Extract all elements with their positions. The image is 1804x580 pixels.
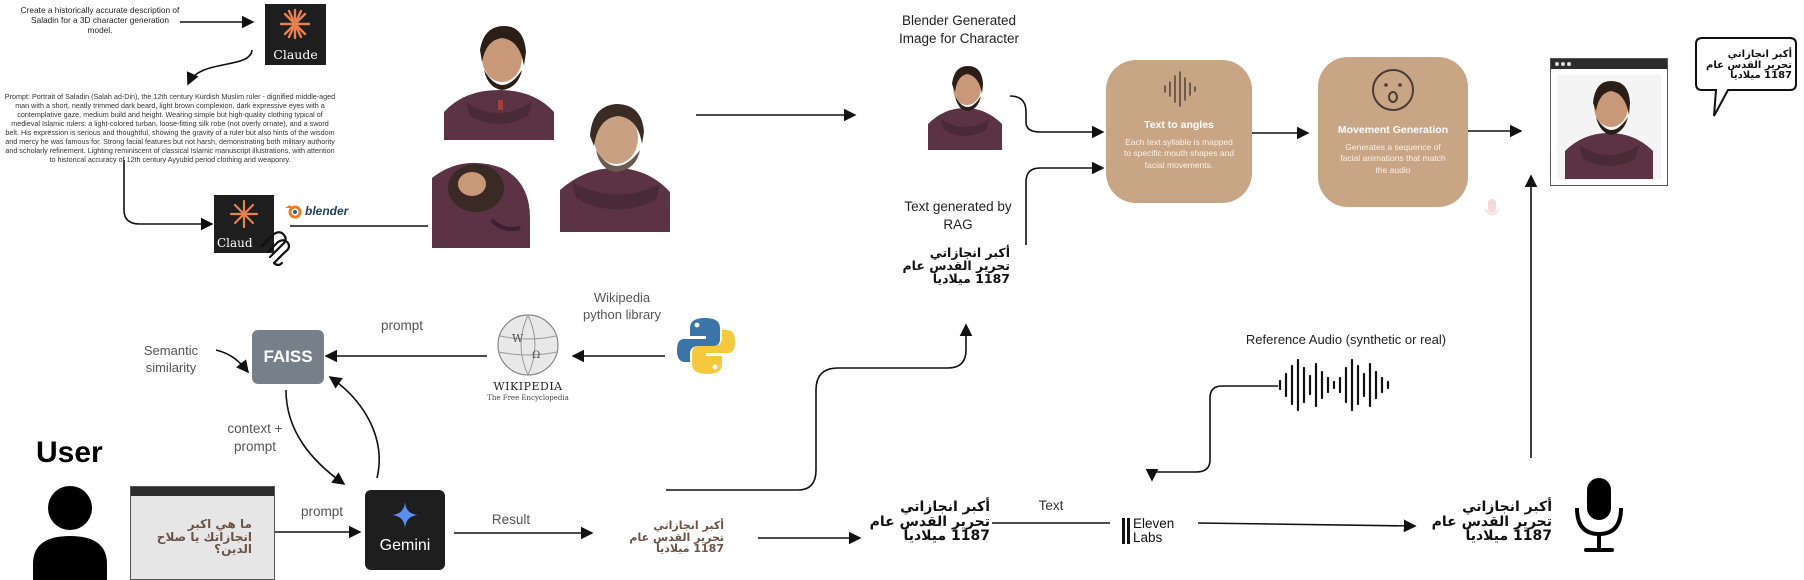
svg-text:W: W <box>512 332 524 345</box>
output-character-image <box>1557 75 1661 179</box>
top-prompt-text: Create a historically accurate descripti… <box>20 5 180 35</box>
wikipedia-wordmark: WIKIPEDIA <box>493 380 563 393</box>
elevenlabs-logo: Eleven Labs <box>1122 514 1202 548</box>
faint-microphone-icon <box>1484 199 1500 216</box>
card-movement-generation: Movement Generation Generates a sequence… <box>1318 57 1468 207</box>
elevenlabs-bar-2 <box>1127 518 1130 544</box>
surprised-face-icon <box>1372 69 1414 111</box>
arrow-gemini-to-faiss <box>328 376 380 479</box>
user-question-window: ما هي اكبر انجازاتك يا صلاح الدين؟ <box>130 486 275 580</box>
python-logo-icon <box>677 318 735 374</box>
arrow-image-to-card <box>1009 95 1105 139</box>
claude-wordmark: Claude <box>273 47 318 62</box>
output-window-titlebar <box>1551 59 1667 69</box>
arrow-claude-to-long-prompt <box>186 49 253 86</box>
card-text-to-angles-desc: Each text syllable is mapped to specific… <box>1123 137 1235 170</box>
reference-audio-label: Reference Audio (synthetic or real) <box>1245 332 1447 347</box>
mcp-icon <box>260 231 291 267</box>
blender-wordmark: blender <box>305 204 349 218</box>
blender-character-image <box>928 62 1002 150</box>
arrow-audio-to-elevenlabs <box>1145 385 1278 482</box>
card-text-to-angles: Text to angles Each text syllable is map… <box>1106 60 1252 203</box>
prompt-label-bottom: prompt <box>300 504 344 519</box>
arrow-long-prompt-to-claude-mcp <box>123 160 214 231</box>
gemini-sparkle-icon <box>392 502 418 528</box>
text-label: Text <box>1038 498 1064 513</box>
elevenlabs-bar-1 <box>1122 518 1125 544</box>
output-window <box>1550 58 1668 186</box>
user-title: User <box>36 436 103 469</box>
user-question-text: ما هي اكبر انجازاتك يا صلاح الدين؟ <box>156 517 252 557</box>
arrow-result-to-rag <box>666 323 973 491</box>
sound-wave-icon <box>1164 71 1196 107</box>
speech-bubble-shape <box>1695 37 1797 117</box>
wikipedia-tagline: The Free Encyclopedia <box>487 394 569 402</box>
rag-text-title: Text generated by RAG <box>904 199 1012 233</box>
reference-audio-waveform-icon <box>1278 358 1390 412</box>
claude-short-wordmark: Claud <box>217 236 253 250</box>
question-window-titlebar <box>131 487 274 496</box>
blender-icon <box>285 205 302 219</box>
card-text-to-angles-title: Text to angles <box>1144 119 1214 131</box>
character-image-side <box>560 96 670 232</box>
context-prompt-label: context + prompt <box>227 421 283 454</box>
character-image-front <box>444 20 554 140</box>
arrow-rag-to-card <box>1025 161 1105 245</box>
rag-arabic-text: أكبر انجازاتي تحرير القدس عام 1187 ميلاد… <box>902 245 1011 287</box>
speech-bubble-text: أكبر انجازاتي تحرير القدس عام 1187 ميلاد… <box>1706 49 1792 81</box>
gemini-wordmark: Gemini <box>379 537 431 554</box>
svg-text:Ω: Ω <box>532 350 540 361</box>
arrow-elevenlabs-to-output-text <box>1197 519 1417 533</box>
character-image-top <box>432 148 530 248</box>
result-label: Result <box>491 512 531 527</box>
card-movement-title: Movement Generation <box>1337 124 1449 136</box>
user-avatar-icon <box>33 486 107 580</box>
gemini-logo: Gemini <box>365 490 445 570</box>
arabic-text-to-tts: أكبر انجازاتي تحرير القدس عام 1187 ميلاد… <box>869 499 990 545</box>
blender-logo: blender <box>284 201 364 221</box>
wikipedia-globe-icon: W Ω <box>497 314 559 376</box>
output-arabic-text: أكبر انجازاتي تحرير القدس عام 1187 ميلاد… <box>1431 499 1552 545</box>
claude-logo: Claude <box>265 4 326 65</box>
faiss-box: FAISS <box>252 330 324 384</box>
semantic-similarity-label: Semantic similarity <box>143 343 199 375</box>
microphone-icon <box>1575 478 1623 552</box>
blender-image-title: Blender Generated Image for Character <box>898 13 1020 46</box>
long-prompt-text: Prompt: Portrait of Saladin (Salah ad-Di… <box>4 92 336 164</box>
prompt-label-top: prompt <box>380 318 424 333</box>
card-movement-desc: Generates a sequence of facial animation… <box>1340 142 1446 175</box>
arrow-faiss-to-gemini <box>285 389 346 485</box>
claude-starburst-icon <box>279 8 311 40</box>
wikipedia-library-label: Wikipedia python library <box>582 290 662 322</box>
elevenlabs-wordmark: Eleven Labs <box>1133 516 1175 546</box>
claude-starburst-icon-2 <box>229 199 259 229</box>
arrow-semantic-similarity <box>215 349 249 374</box>
result-arabic-text: أكبر انجازاتي تحرير القدس عام 1187 ميلاد… <box>629 519 724 556</box>
